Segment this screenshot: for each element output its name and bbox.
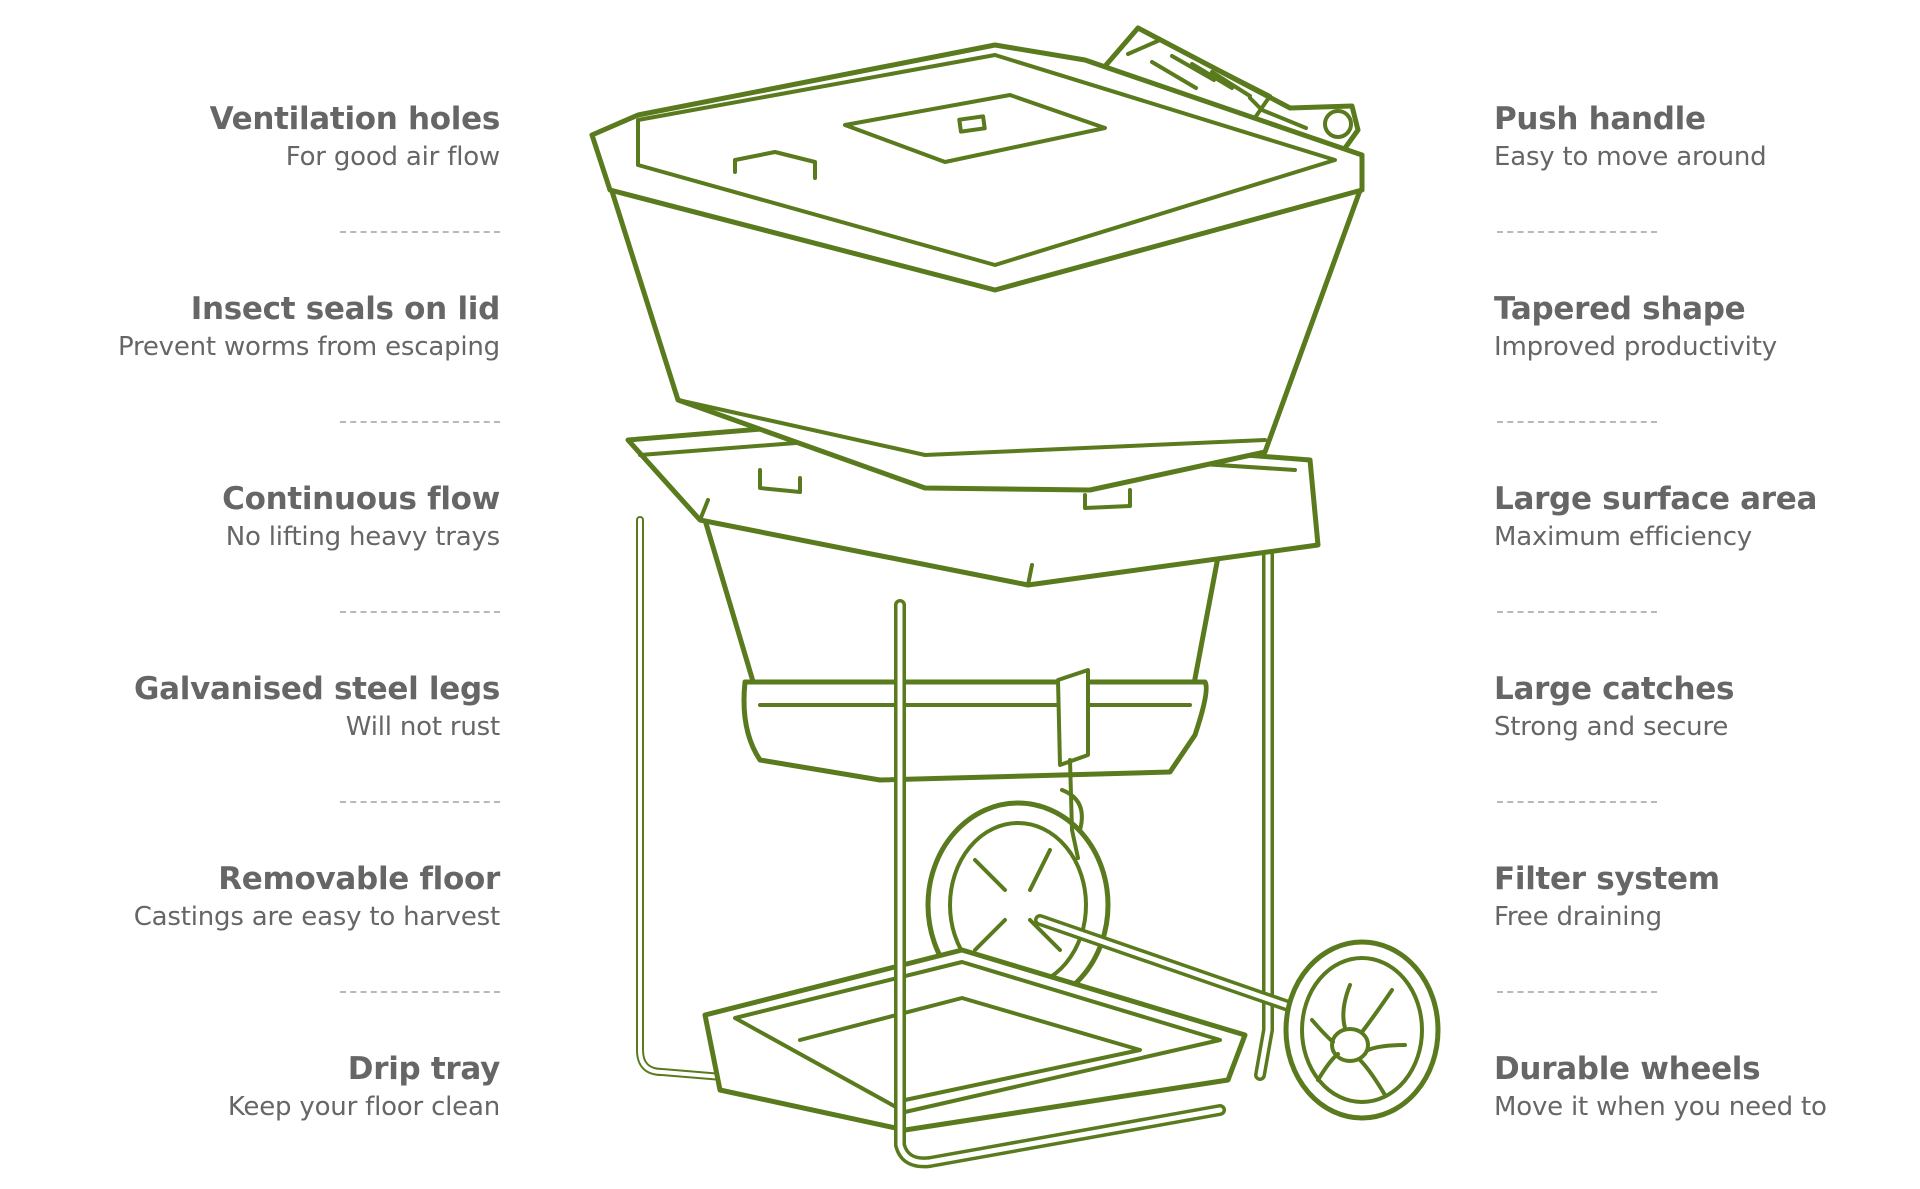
ventilation-panel [843,93,1107,164]
feature-galvanised-legs: Galvanised steel legs Will not rust [60,670,500,746]
feature-title: Drip tray [347,1051,501,1087]
feature-drip-tray: Drip tray Keep your floor clean [60,1050,500,1126]
feature-removable-floor: Removable floor Castings are easy to har… [60,860,501,936]
feature-title: Durable wheels [1494,1051,1761,1087]
feature-title: Large surface area [1494,481,1818,517]
lid [589,42,1365,293]
feature-title: Push handle [1494,101,1706,137]
ventilation-hole [957,114,987,134]
feature-title: Continuous flow [222,481,500,517]
divider [1497,231,1657,233]
feature-subtitle: Keep your floor clean [227,1092,500,1122]
feature-title: Filter system [1494,861,1720,897]
divider [340,991,500,993]
feature-subtitle: Will not rust [345,712,500,742]
feature-durable-wheels: Durable wheels Move it when you need to [1494,1050,1920,1126]
divider [340,801,500,803]
divider [1497,801,1657,803]
feature-tapered-shape: Tapered shape Improved productivity [1494,290,1920,366]
feature-continuous-flow: Continuous flow No lifting heavy trays [60,480,500,556]
feature-subtitle: Easy to move around [1494,142,1767,172]
feature-subtitle: No lifting heavy trays [225,522,500,552]
feature-subtitle: For good air flow [285,142,500,172]
feature-title: Large catches [1494,671,1735,707]
feature-title: Removable floor [218,861,500,897]
feature-title: Insect seals on lid [190,291,501,327]
feature-subtitle: Castings are easy to harvest [133,902,500,932]
feature-large-catches: Large catches Strong and secure [1494,670,1920,746]
feature-large-surface-area: Large surface area Maximum efficiency [1494,480,1920,556]
lid-catch [733,150,817,180]
steel-leg-rear-left [636,516,884,1094]
feature-subtitle: Free draining [1494,902,1662,932]
feature-subtitle: Move it when you need to [1494,1092,1827,1122]
feature-ventilation-holes: Ventilation holes For good air flow [60,100,501,176]
feature-subtitle: Maximum efficiency [1494,522,1752,552]
divider [340,611,500,613]
steel-frame [894,534,1306,1169]
feature-title: Galvanised steel legs [133,671,500,707]
drip-tray [702,947,1248,1133]
feature-push-handle: Push handle Easy to move around [1494,100,1920,176]
front-wheel [1283,939,1441,1121]
divider [1497,611,1657,613]
feature-title: Tapered shape [1494,291,1746,327]
feature-subtitle: Improved productivity [1494,332,1777,362]
divider [1497,421,1657,423]
feature-title: Ventilation holes [209,101,501,137]
divider [340,421,500,423]
divider [340,231,500,233]
divider [1497,991,1657,993]
feature-filter-system: Filter system Free draining [1494,860,1920,936]
feature-subtitle: Prevent worms from escaping [117,332,500,362]
feature-insect-seals: Insect seals on lid Prevent worms from e… [60,290,500,366]
feature-subtitle: Strong and secure [1494,712,1729,742]
harvest-tap [1056,668,1090,860]
